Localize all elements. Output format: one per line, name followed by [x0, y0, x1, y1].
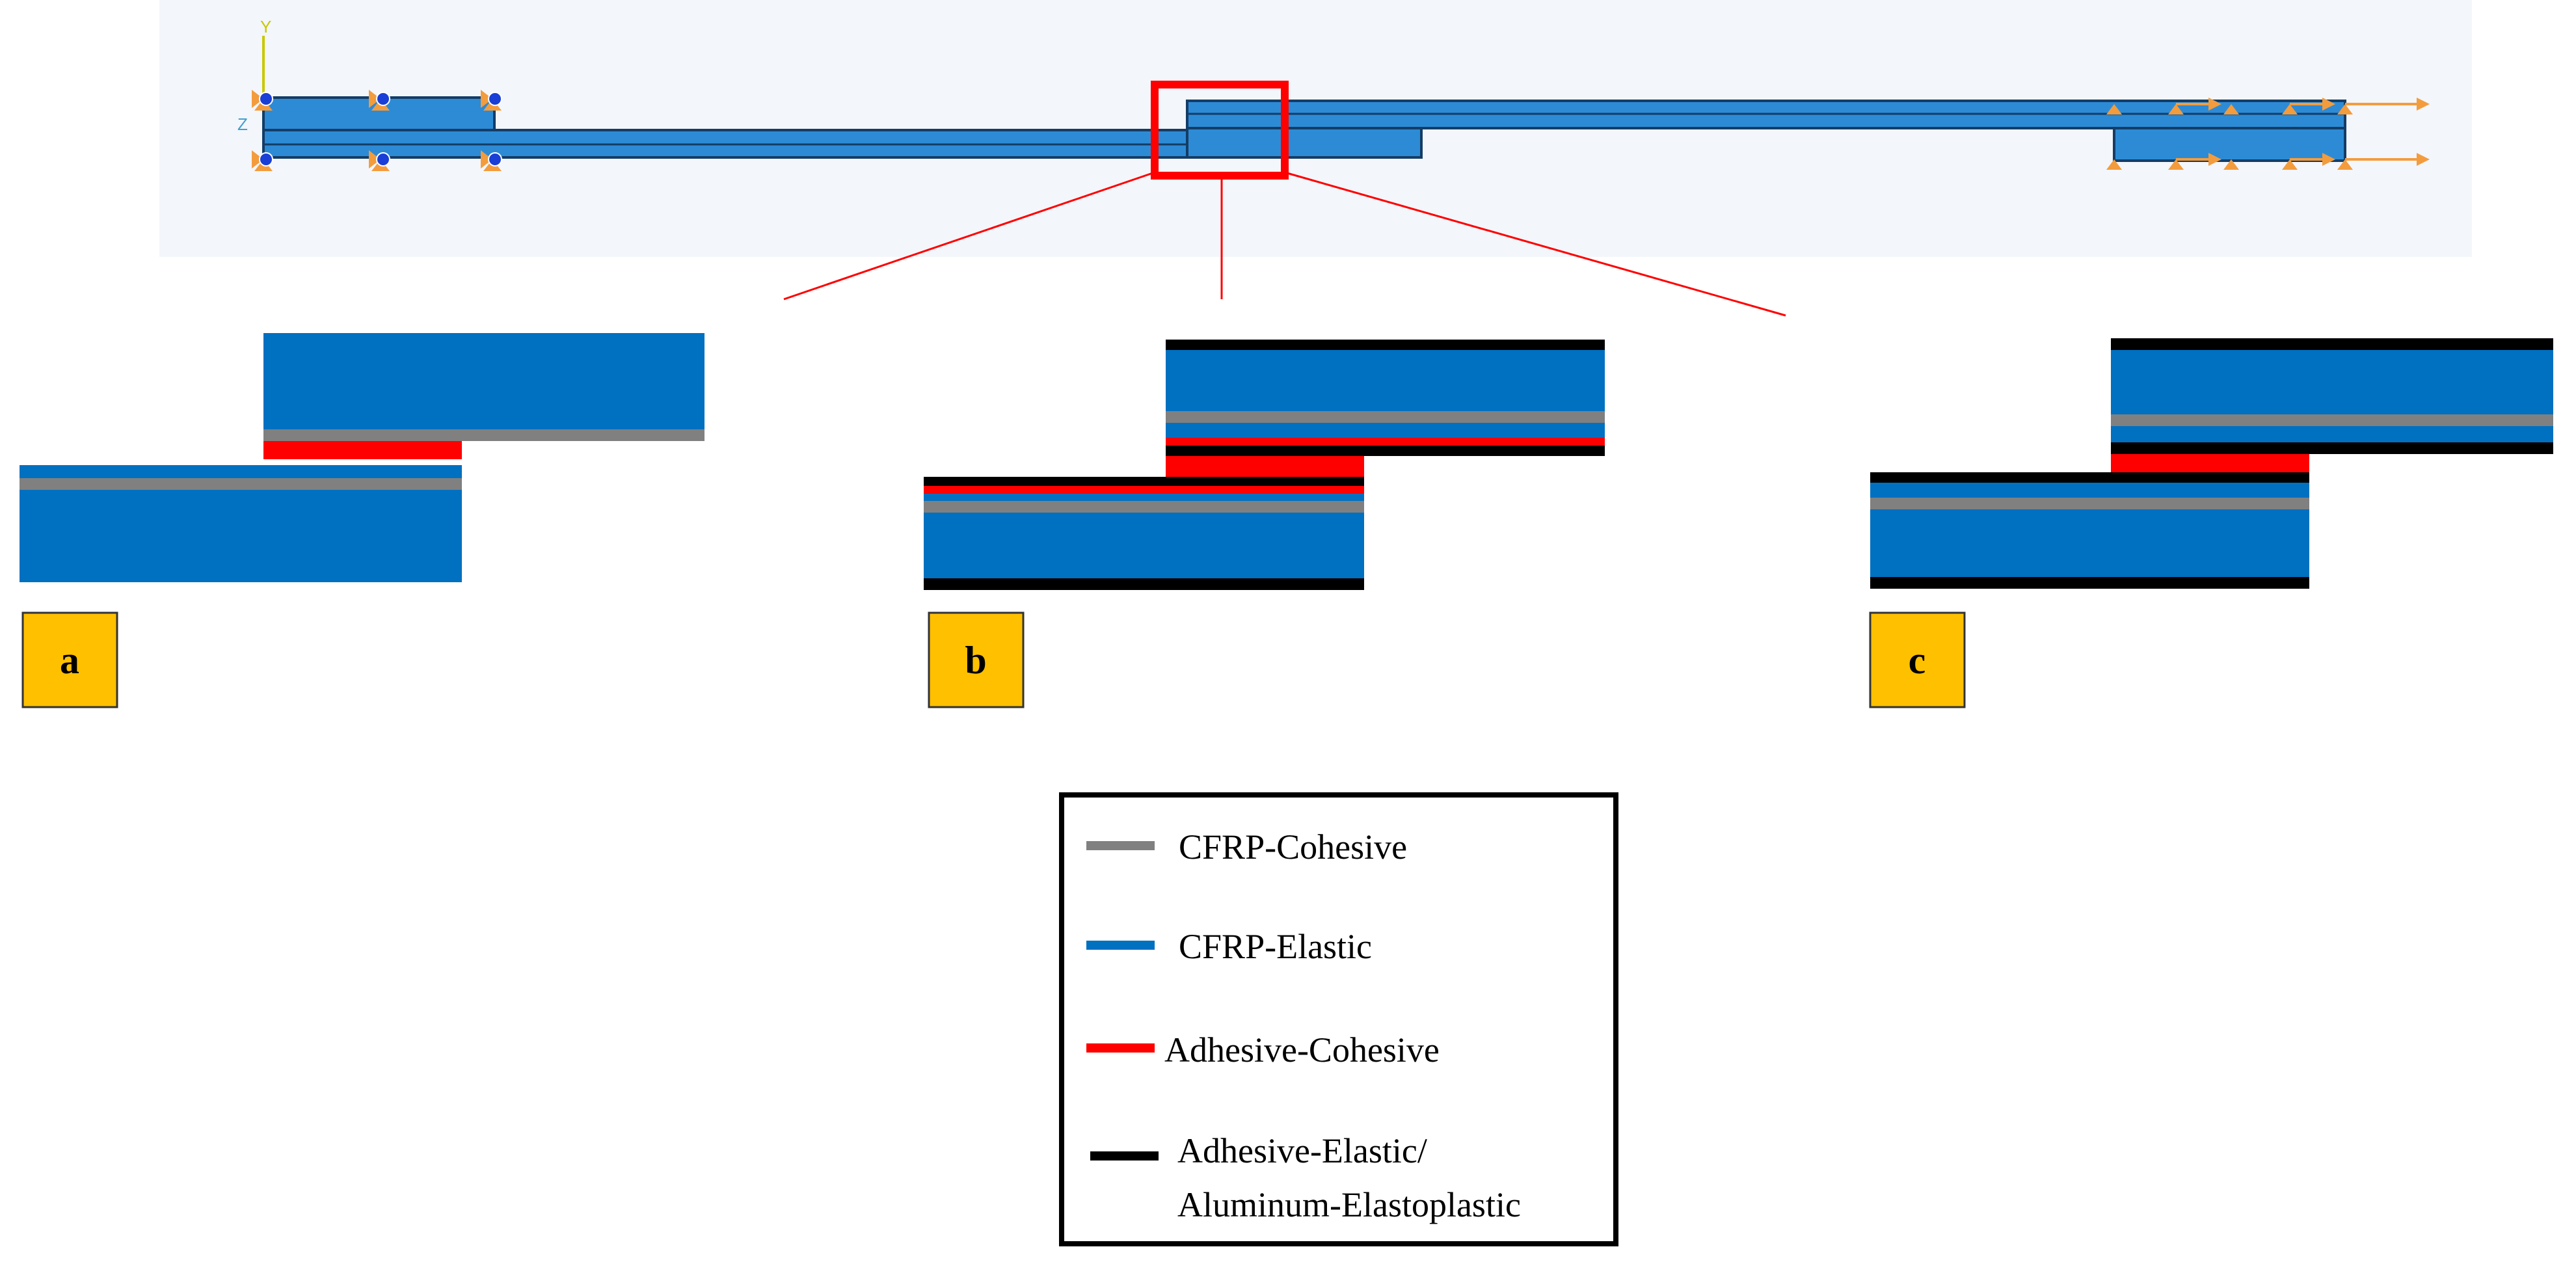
axis-label-z: Z	[237, 114, 248, 134]
load-arrow-marker	[2168, 153, 2221, 170]
zoom-highlight-box	[1151, 81, 1289, 180]
panel-b-label-box	[928, 611, 1025, 708]
fixed-support-marker	[369, 150, 390, 171]
legend-label-cfrp-elastic: CFRP-Elastic	[1179, 927, 1372, 966]
panel-b-detail: b	[924, 340, 1605, 708]
legend-label-adhesive-cohesive: Adhesive-Cohesive	[1164, 1030, 1440, 1069]
axis-label-y: Y	[260, 17, 271, 36]
legend-swatch-cfrp-cohesive	[1086, 841, 1155, 850]
fixed-support-marker	[481, 150, 502, 171]
right-load-arrows	[2106, 98, 2430, 170]
panel-c-detail: c	[1869, 338, 2553, 708]
legend-swatch-cfrp-elastic	[1086, 941, 1155, 950]
panel-b-label: b	[965, 639, 986, 682]
load-arrow-marker	[2168, 98, 2221, 114]
legend-swatch-adhesive-elastic	[1090, 1151, 1159, 1161]
right-end-tab	[2113, 127, 2346, 162]
load-arrow-marker	[2337, 153, 2430, 170]
panel-a-label-box	[21, 611, 118, 708]
overlap-region	[1186, 127, 1423, 159]
panel-c-label: c	[1909, 639, 1926, 682]
fe-model-overview: Y X Z	[159, 0, 2472, 317]
fixed-support-marker	[369, 90, 390, 111]
panel-a-detail: a	[20, 333, 704, 708]
load-arrow-marker	[2106, 104, 2122, 114]
zoom-line-right	[1284, 171, 1786, 317]
fixed-support-marker	[481, 90, 502, 111]
load-arrow-marker	[2223, 159, 2239, 170]
left-boundary-conditions	[252, 90, 502, 171]
legend: CFRP-Cohesive CFRP-Elastic Adhesive-Cohe…	[1059, 792, 1618, 1246]
zoom-line-left	[783, 171, 1155, 301]
panel-c-label-box	[1869, 611, 1966, 708]
fixed-support-marker	[252, 90, 273, 111]
legend-label-cfrp-cohesive: CFRP-Cohesive	[1179, 827, 1407, 866]
load-arrow-marker	[2223, 104, 2239, 114]
legend-swatch-adhesive-cohesive	[1086, 1043, 1155, 1053]
legend-frame	[1059, 792, 1618, 1246]
legend-label-aluminum-elastoplastic: Aluminum-Elastoplastic	[1177, 1185, 1521, 1224]
load-arrow-marker	[2337, 98, 2430, 114]
fixed-support-marker	[252, 150, 273, 171]
load-arrow-marker	[2282, 153, 2335, 170]
load-arrow-marker	[2106, 159, 2122, 170]
load-arrow-marker	[2282, 98, 2335, 114]
panel-a-label: a	[60, 639, 79, 682]
legend-label-adhesive-elastic: Adhesive-Elastic/	[1177, 1131, 1427, 1170]
